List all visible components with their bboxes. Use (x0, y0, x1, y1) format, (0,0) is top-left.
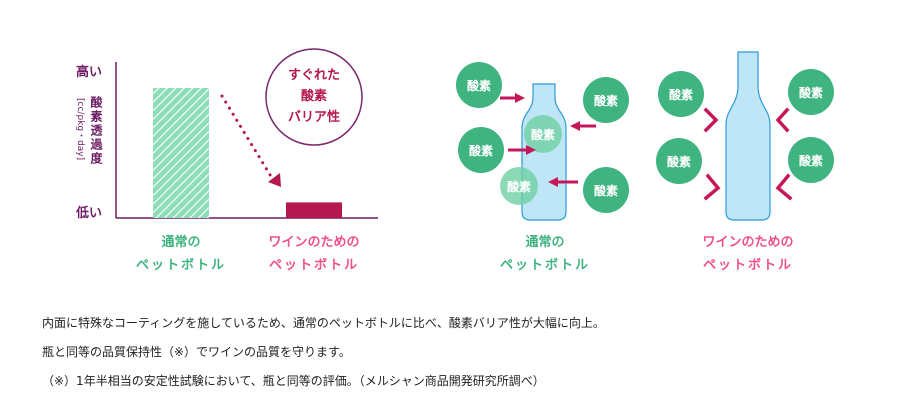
blocked-arrows (703, 107, 793, 201)
oxygen-molecule-icon (456, 62, 502, 108)
oxygen-molecule-icon (658, 71, 704, 117)
normal-bottle-label-line1: 通常の (525, 234, 564, 250)
y-low-label: 低い (75, 205, 102, 221)
wine-bottle-icon (725, 51, 771, 221)
category-normal-line2: ペットボトル (136, 257, 226, 273)
oxygen-molecule-icon (583, 77, 629, 123)
notes-section: 内面に特殊なコーティングを施しているため、通常のペットボトルに比べ、酸素バリア性… (42, 316, 862, 403)
inflow-arrow-heads (515, 93, 580, 187)
oxygen-molecule-icon (583, 167, 629, 213)
y-high-label: 高い (76, 64, 102, 80)
oxygen-label: 酸素 (531, 127, 555, 142)
diagram-canvas: 高い 低い 酸素透過度 [cc/pkg・day] すぐれた 酸素 バリア性 通常… (75, 48, 834, 273)
oxygen-label: 酸素 (669, 87, 693, 102)
normal-bottle-label-line2: ペットボトル (500, 257, 590, 273)
y-axis-unit: [cc/pkg・day] (75, 98, 85, 160)
category-wine-line1: ワインのための (268, 235, 359, 250)
note-line: 瓶と同等の品質保持性（※）でワインの品質を守ります。 (42, 345, 351, 359)
callout-line2: 酸素 (301, 88, 327, 104)
oxygen-label: 酸素 (467, 78, 491, 93)
dotted-trend-arrow (220, 94, 274, 180)
footnote-line: （※）1年半相当の安定性試験において、瓶と同等の評価。（メルシャン商品開発研究所… (42, 374, 545, 388)
oxygen-label: 酸素 (667, 154, 691, 169)
callout-line3: バリア性 (288, 109, 340, 125)
normal-bottle-diagram: 酸素 酸素 酸素 酸素 酸素 酸素 通常の ペットボトル (456, 62, 629, 273)
oxygen-molecule-icon (500, 167, 538, 205)
oxygen-molecule-icon (524, 115, 562, 153)
bar-wine-bottle (286, 202, 342, 218)
wine-bottle-diagram: 酸素 酸素 酸素 酸素 ワインのための ペットボトル (656, 51, 834, 273)
oxygen-molecule-icon (788, 137, 834, 183)
callout-circle (265, 48, 363, 146)
y-axis-label: 酸素透過度 (89, 95, 103, 166)
wine-bottle-label-line2: ペットボトル (703, 257, 793, 273)
oxygen-permeability-chart: 高い 低い 酸素透過度 [cc/pkg・day] すぐれた 酸素 バリア性 通常… (75, 48, 378, 273)
trend-arrow-head (268, 173, 281, 187)
oxygen-label: 酸素 (507, 179, 531, 194)
oxygen-molecule-icon (788, 69, 834, 115)
wine-bottle-label-line1: ワインのための (702, 235, 793, 250)
oxygen-label: 酸素 (469, 143, 493, 158)
category-wine-line2: ペットボトル (269, 257, 359, 273)
oxygen-label: 酸素 (799, 153, 823, 168)
oxygen-label: 酸素 (799, 85, 823, 100)
oxygen-molecule-icon (458, 127, 504, 173)
oxygen-label: 酸素 (594, 93, 618, 108)
bar-normal-bottle (153, 88, 209, 218)
oxygen-label: 酸素 (594, 183, 618, 198)
callout-line1: すぐれた (288, 68, 340, 83)
category-normal-line1: 通常の (161, 234, 200, 250)
oxygen-molecule-icon (656, 138, 702, 184)
inflow-arrows (500, 96, 596, 184)
note-line: 内面に特殊なコーティングを施しているため、通常のペットボトルに比べ、酸素バリア性… (42, 316, 605, 330)
